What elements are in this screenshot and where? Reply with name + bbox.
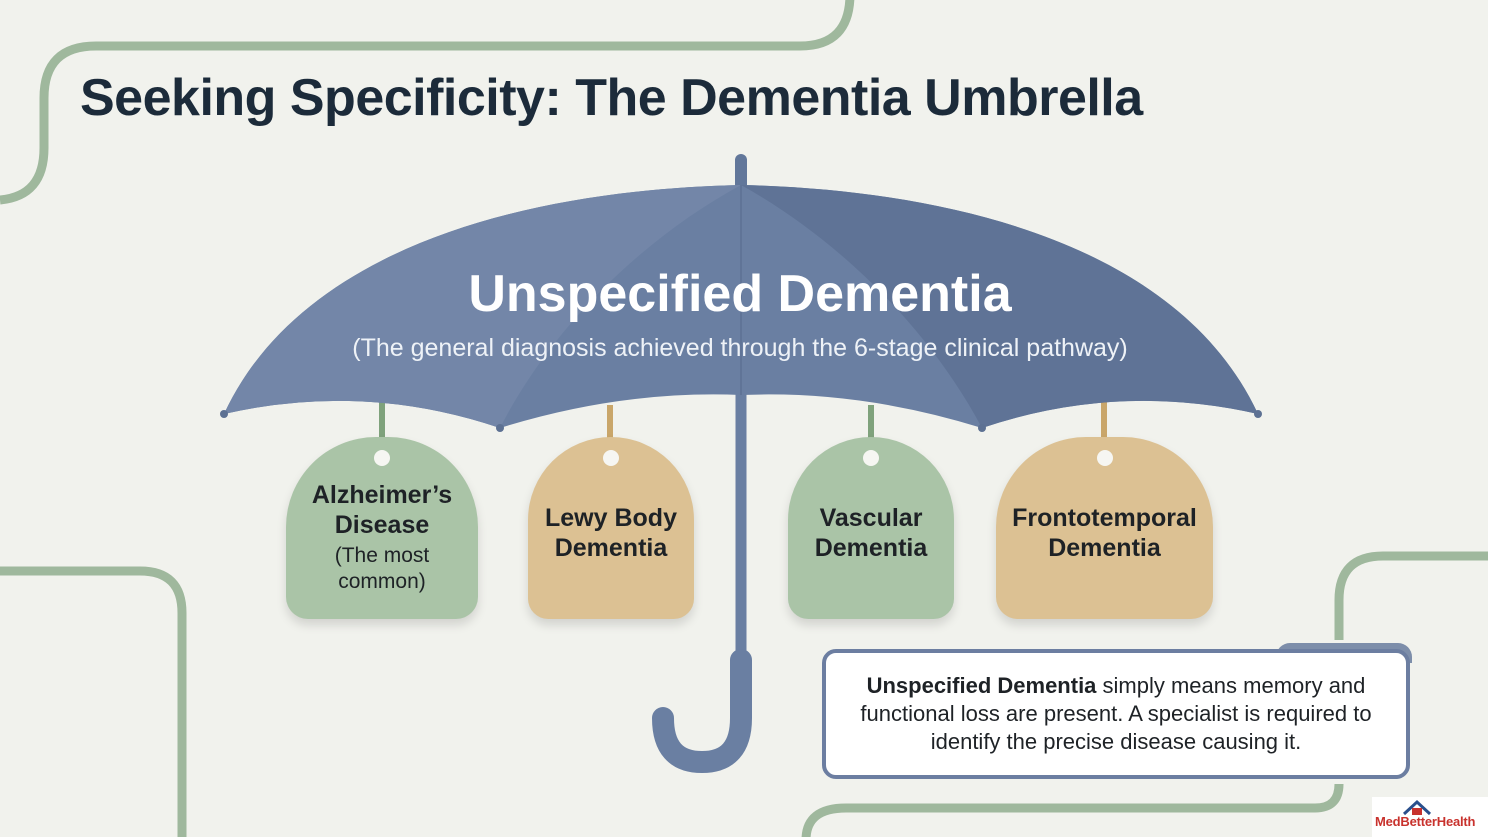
tag-alzheimers: Alzheimer’s Disease (The most common) <box>286 437 478 619</box>
house-icon <box>1402 799 1432 816</box>
brand-logo: MedBetterHealth <box>1372 797 1488 837</box>
tag-name-line: Dementia <box>814 534 928 562</box>
tag-name-line: Frontotemporal <box>1012 503 1197 532</box>
tag-name-line: Dementia <box>1048 534 1161 562</box>
frame-line-bottom-right <box>801 783 1344 837</box>
logo-text: MedBetterHealth <box>1375 814 1476 829</box>
umbrella-canopy-left-panel <box>224 185 741 428</box>
tag-name-line: Alzheimer’s <box>311 480 453 509</box>
tag-note-line: common) <box>338 569 426 593</box>
frame-line-bottom-left <box>0 566 187 837</box>
tag-hole <box>374 450 390 466</box>
tag-hole <box>1096 450 1113 466</box>
umbrella-title: Unspecified Dementia <box>468 265 1012 323</box>
info-box: Unspecified Dementia simply means memory… <box>822 649 1410 779</box>
info-bold-term: Unspecified Dementia <box>866 673 1097 698</box>
frame-line-top-left <box>0 0 855 205</box>
tag-name-line: Disease <box>334 511 430 540</box>
tag-lewy-body: Lewy Body Dementia <box>528 437 694 619</box>
page-title: Seeking Specificity: The Dementia Umbrel… <box>80 69 1143 127</box>
tag-name-line: Dementia <box>554 534 668 562</box>
umbrella-subtitle: (The general diagnosis achieved through … <box>352 334 1128 362</box>
tag-vascular: Vascular Dementia <box>788 437 954 619</box>
tag-hole <box>863 450 879 466</box>
tag-hole <box>603 450 619 466</box>
tag-frontotemporal: Frontotemporal Dementia <box>996 437 1213 619</box>
tag-name-line: Lewy Body <box>545 503 677 532</box>
info-body: simply means memory and functional loss … <box>860 673 1372 754</box>
info-text: Unspecified Dementia simply means memory… <box>844 672 1388 756</box>
umbrella-canopy-right-panel <box>741 185 1258 428</box>
tag-name-line: Vascular <box>819 503 923 532</box>
tag-note-line: (The most <box>334 543 430 567</box>
frame-line-right <box>1334 551 1488 640</box>
umbrella-handle <box>652 649 752 774</box>
